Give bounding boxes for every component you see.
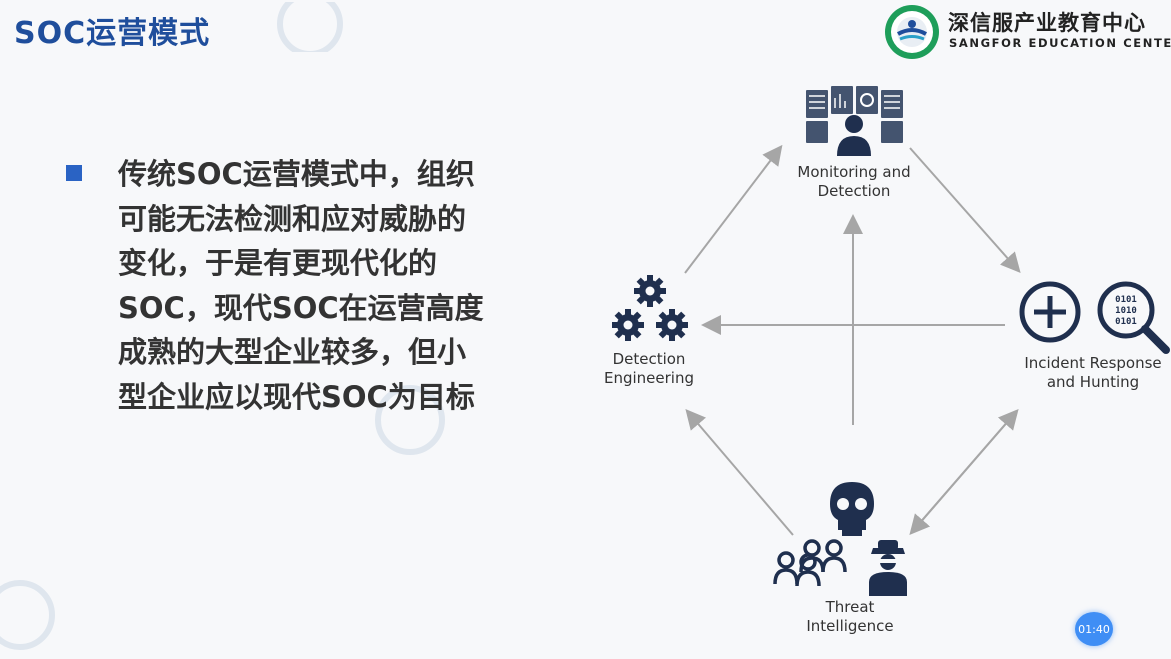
bullet-text-line: 变化，于是有更现代化的: [118, 246, 438, 280]
node-label-monitoring: Monitoring and Detection: [797, 163, 911, 200]
bullet-text-line: 可能无法检测和应对威胁的: [118, 201, 467, 236]
watermark-logo: [270, 0, 350, 57]
diagram-arrows: [684, 144, 1021, 536]
arrow-monitoring-to-incident: [909, 147, 1021, 273]
binary-text: 1010: [1115, 306, 1137, 316]
brand-name-cn: 深信服产业教育中心: [948, 11, 1146, 35]
bullet-text-line: 传统SOC运营模式中，组织: [118, 157, 475, 191]
watermark-logo: [0, 575, 60, 659]
playback-timer[interactable]: 01:40: [1075, 612, 1113, 646]
slide-title: SOC运营模式: [14, 16, 211, 51]
node-label-detection-engineering: Detection Engineering: [604, 350, 694, 387]
binary-text: 0101: [1115, 317, 1137, 327]
brand-header: 深信服产业教育中心 SANGFOR EDUCATION CENTER: [882, 2, 1171, 59]
node-label-threat-intelligence: Threat Intelligence: [806, 598, 894, 635]
bullet-text-line: 成熟的大型企业较多，但小: [118, 335, 467, 369]
skull-hacker-icon: [773, 482, 907, 596]
bullet-text: 传统SOC运营模式中，组织 可能无法检测和应对威胁的 变化，于是有更现代化的 S…: [118, 152, 528, 419]
brand-name-en: SANGFOR EDUCATION CENTER: [949, 36, 1171, 50]
node-label-incident-response: Incident Response and Hunting: [1024, 354, 1162, 391]
gears-icon: [612, 275, 688, 341]
binary-text: 0101: [1115, 295, 1137, 305]
soc-cycle-diagram: Monitoring and Detection: [590, 70, 1171, 645]
monitoring-wall-icon: [806, 86, 903, 156]
arrow-incident-to-threat: [909, 411, 1017, 536]
plus-magnifier-icon: 0101 1010 0101: [1019, 281, 1170, 354]
bullet-text-line: SOC，现代SOC在运营高度: [118, 290, 484, 325]
bullet-square: [66, 165, 82, 181]
sangfor-logo-icon: [885, 5, 939, 59]
arrow-detection-to-monitoring: [684, 144, 783, 274]
arrow-threat-to-detection: [685, 408, 794, 536]
bullet-text-line: 型企业应以现代SOC为目标: [118, 379, 475, 414]
